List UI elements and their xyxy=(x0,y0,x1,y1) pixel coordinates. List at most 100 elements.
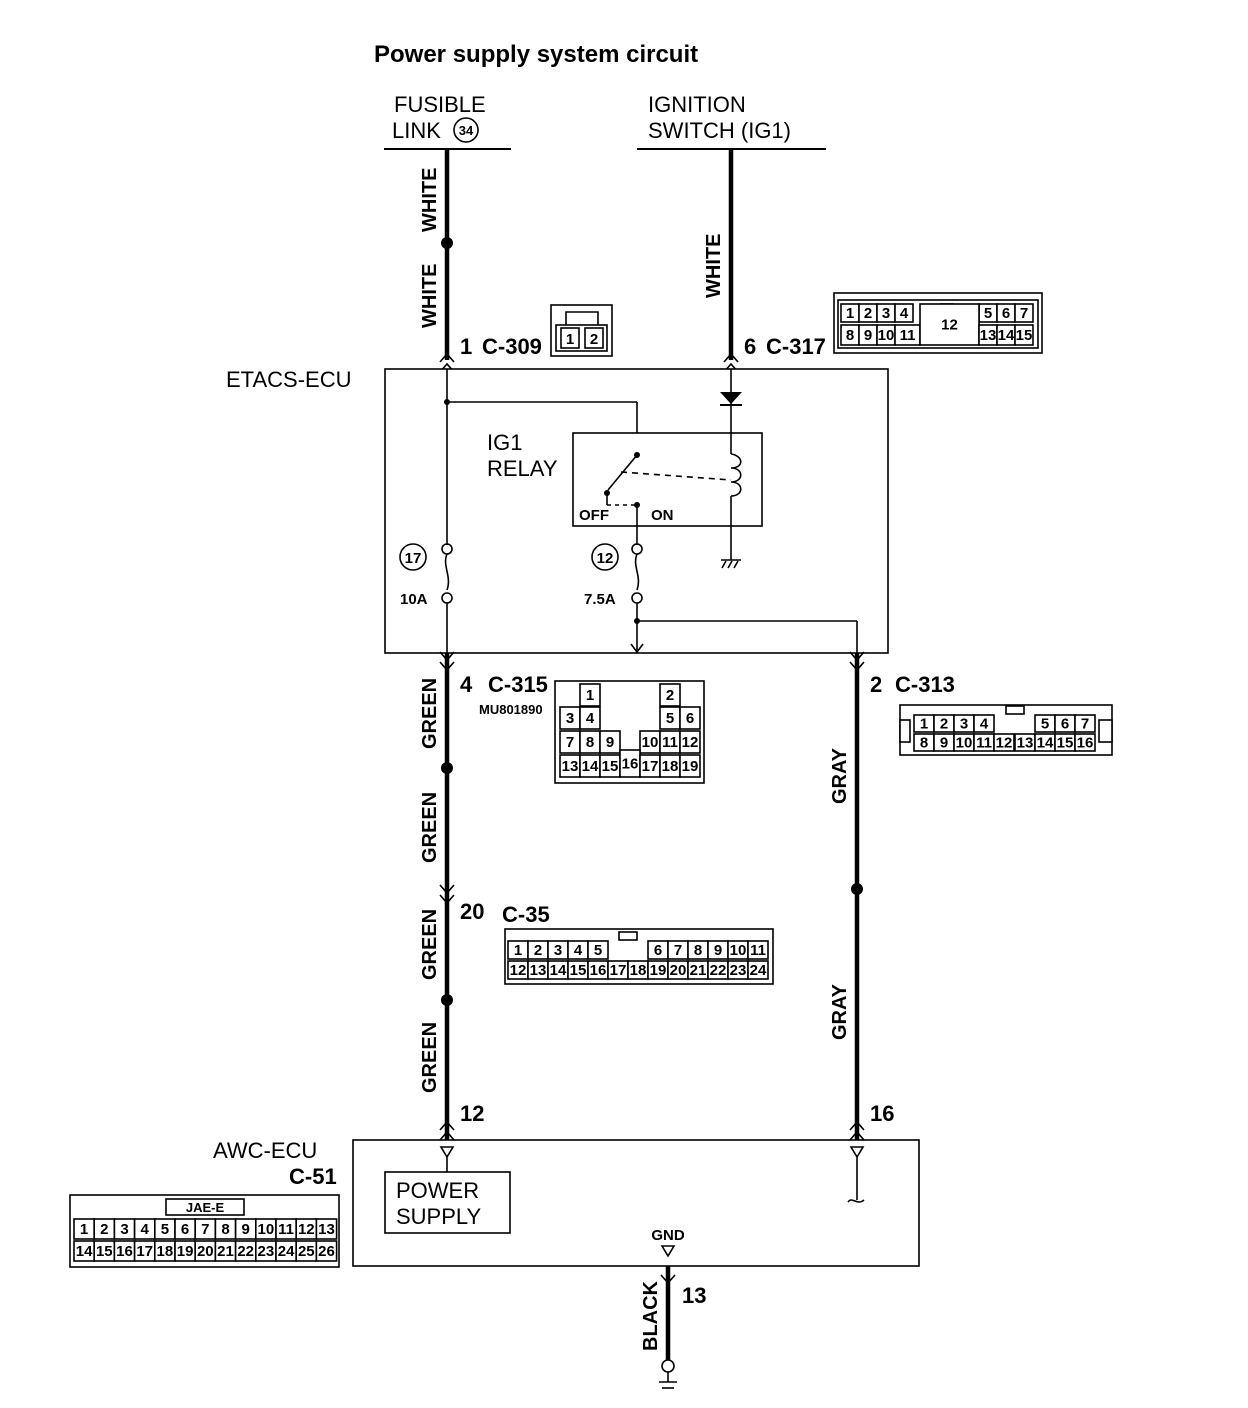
c315-cell-9: 9 xyxy=(606,734,614,751)
c51-cell-26: 26 xyxy=(318,1243,335,1260)
fuse-17-number: 17 xyxy=(405,550,422,567)
c315-cell-6: 6 xyxy=(686,710,694,727)
c35-cell-17: 17 xyxy=(610,962,627,979)
relay-on-label: ON xyxy=(651,507,674,524)
awc-internal-wiring xyxy=(439,1146,865,1258)
c313-cell-4: 4 xyxy=(980,716,989,733)
connector-symbol-c313 xyxy=(849,651,865,672)
c317-cell-15: 15 xyxy=(1016,327,1033,344)
c35-cell-7: 7 xyxy=(674,942,682,959)
c315-cell-14: 14 xyxy=(582,758,599,775)
fusible-link-number: 34 xyxy=(459,123,474,138)
c51-cell-14: 14 xyxy=(76,1243,93,1260)
c51-cell-12: 12 xyxy=(298,1221,315,1238)
c315-cell-19-box xyxy=(679,754,701,778)
c315-cell-5: 5 xyxy=(666,710,674,727)
c317-pin-number: 6 xyxy=(744,334,756,359)
fuse-12-rating: 7.5A xyxy=(584,591,616,608)
c317-cell-13: 13 xyxy=(980,327,997,344)
c317-cell-12-box xyxy=(919,303,980,346)
c51-type-label: JAE-E xyxy=(186,1200,225,1215)
power-supply-label-2: SUPPLY xyxy=(396,1204,482,1229)
c317-cell-14: 14 xyxy=(998,327,1015,344)
c35-cell-23: 23 xyxy=(730,962,747,979)
fusible-link-label-2: LINK xyxy=(392,118,441,143)
ground-icon xyxy=(659,1359,677,1389)
c35-cell-2: 2 xyxy=(534,942,542,959)
c35-cell-11-box xyxy=(747,940,769,960)
c51-cell-4: 4 xyxy=(141,1221,150,1238)
c35-cell-11: 11 xyxy=(750,942,766,959)
power-supply-label-1: POWER xyxy=(396,1178,479,1203)
c51-cell-21: 21 xyxy=(217,1243,234,1260)
c313-cell-12: 12 xyxy=(996,735,1013,752)
c35-cell-4: 4 xyxy=(574,942,583,959)
etacs-internal-wiring xyxy=(441,369,858,654)
c315-cell-18: 18 xyxy=(662,758,679,775)
c35-cell-24-box xyxy=(747,960,769,980)
c313-pin-number: 2 xyxy=(870,672,882,697)
connector-symbol-awc-12 xyxy=(439,1120,455,1141)
awc-pin-12: 12 xyxy=(460,1101,484,1126)
c317-cell-3: 3 xyxy=(882,305,890,322)
fusible-link-source: FUSIBLE LINK 34 xyxy=(384,92,511,150)
c35-cell-5: 5 xyxy=(594,942,602,959)
c315-cell-13: 13 xyxy=(562,758,579,775)
c313-cell-5: 5 xyxy=(1041,716,1049,733)
relay-label-2: RELAY xyxy=(487,456,558,481)
c315-cell-4-box xyxy=(579,706,601,730)
c317-cell-15-box xyxy=(1014,324,1034,346)
wire-label-white-2: WHITE xyxy=(419,264,441,328)
wire-label-white-3: WHITE xyxy=(703,234,725,298)
awc-pin-13: 13 xyxy=(682,1283,706,1308)
c313-cell-4-box xyxy=(973,714,995,733)
c315-cell-15: 15 xyxy=(602,758,619,775)
c317-cell-5: 5 xyxy=(984,305,992,322)
ignition-switch-label-1: IGNITION xyxy=(648,92,746,117)
c35-cell-16: 16 xyxy=(590,962,607,979)
c51-cell-10: 10 xyxy=(258,1221,275,1238)
c51-cell-3: 3 xyxy=(120,1221,128,1238)
c317-cell-4: 4 xyxy=(900,305,909,322)
connector-symbol-c315 xyxy=(439,651,455,672)
c313-cell-16-box xyxy=(1074,733,1096,752)
c35-cell-9: 9 xyxy=(714,942,722,959)
c313-cell-15: 15 xyxy=(1057,735,1074,752)
c35-cell-18: 18 xyxy=(630,962,647,979)
c51-cell-23: 23 xyxy=(258,1243,275,1260)
c315-part-number: MU801890 xyxy=(479,702,543,717)
c309-cell-2: 2 xyxy=(590,331,598,348)
c313-cell-14: 14 xyxy=(1037,735,1054,752)
wire-label-white-1: WHITE xyxy=(419,168,441,232)
c317-cell-11: 11 xyxy=(900,327,916,344)
splice-point-green-1 xyxy=(441,762,453,774)
c51-cell-8: 8 xyxy=(221,1221,229,1238)
c315-cell-2: 2 xyxy=(666,687,674,704)
fuse-17-circle xyxy=(399,543,427,571)
splice-point-green-2 xyxy=(441,994,453,1006)
c35-cell-24: 24 xyxy=(750,962,767,979)
c315-cell-12: 12 xyxy=(682,734,699,751)
c35-cell-14: 14 xyxy=(550,962,567,979)
c315-cell-6-box xyxy=(679,706,701,730)
c51-cell-1: 1 xyxy=(80,1221,88,1238)
c315-cell-11: 11 xyxy=(662,734,678,751)
c317-cell-8: 8 xyxy=(846,327,854,344)
c309-name: C-309 xyxy=(482,334,542,359)
c315-cell-1-box xyxy=(579,683,601,707)
c317-cell-6: 6 xyxy=(1002,305,1010,322)
diagram-title: Power supply system circuit xyxy=(374,41,698,68)
connector-face-c309: 1 2 xyxy=(550,304,613,357)
c51-cell-13-box xyxy=(315,1218,338,1240)
c313-cell-12-box xyxy=(993,733,1015,752)
c315-cell-9-box xyxy=(599,730,621,754)
c317-cell-4-box xyxy=(894,303,914,323)
c35-cell-12: 12 xyxy=(510,962,527,979)
c35-cell-8: 8 xyxy=(694,942,702,959)
connector-symbol-awc-16 xyxy=(849,1120,865,1141)
c313-cell-6: 6 xyxy=(1061,716,1069,733)
c35-cell-3: 3 xyxy=(554,942,562,959)
c51-cell-15: 15 xyxy=(96,1243,113,1260)
